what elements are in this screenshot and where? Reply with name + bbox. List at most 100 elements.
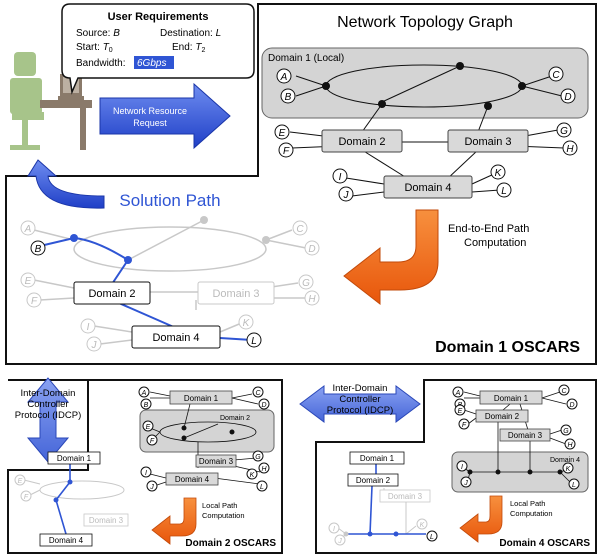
panel2-domain3-label: Domain 3 bbox=[199, 457, 234, 466]
node-i: I bbox=[333, 526, 335, 533]
junction-node bbox=[67, 479, 73, 485]
idcp-right-line3: Protocol (IDCP) bbox=[327, 405, 394, 416]
node-h: H bbox=[261, 466, 267, 473]
panel4-topology: Domain 4 Domain 1 bbox=[451, 384, 589, 493]
panel4-domain1-box bbox=[479, 390, 543, 405]
node-h: H bbox=[308, 294, 316, 305]
junction-node bbox=[495, 469, 501, 475]
source-label: Source: B bbox=[76, 28, 120, 39]
panel4-sol-domain1-label: Domain 1 bbox=[360, 454, 395, 463]
solution-domain-boxes: Domain 2 Domain 3 Domain 4 bbox=[73, 281, 275, 349]
node-k: K bbox=[566, 466, 571, 473]
junction-node bbox=[181, 425, 187, 431]
node-i: I bbox=[87, 322, 90, 333]
panel2-sol-domain1-label: Domain 1 bbox=[57, 454, 92, 463]
panel2-topology: Domain 2 Domain 1 Domain 3 bbox=[138, 386, 275, 492]
panel2-domain2-region bbox=[139, 409, 275, 453]
network-request-arrow: Network Resource Request bbox=[99, 82, 231, 150]
domain4-oscars-frame bbox=[315, 379, 597, 554]
panel2-sol-domain3-box bbox=[83, 513, 129, 527]
node-a: A bbox=[280, 72, 288, 83]
junction-node bbox=[181, 435, 187, 441]
node-a: A bbox=[24, 224, 32, 235]
node-i: I bbox=[461, 464, 463, 471]
user-desk-icon bbox=[10, 52, 92, 150]
computation-line2: Computation bbox=[464, 237, 526, 249]
request-arrow-line2: Request bbox=[133, 118, 167, 128]
panel4-sol-domain2-label: Domain 2 bbox=[356, 476, 391, 485]
solution-domain4-box bbox=[131, 325, 221, 349]
topology-domain-boxes: Domain 2 Domain 3 Domain 4 bbox=[321, 129, 529, 199]
computation-line1: End-to-End Path bbox=[448, 223, 529, 235]
junction-node bbox=[527, 469, 533, 475]
solution-return-arrow-shape bbox=[27, 159, 105, 209]
bandwidth-value: 6Gbps bbox=[137, 58, 166, 69]
panel2-domain3-box bbox=[195, 454, 237, 468]
node-f: F bbox=[24, 494, 29, 501]
solution-domain3-label: Domain 3 bbox=[212, 288, 259, 300]
node-c: C bbox=[552, 70, 560, 81]
domain1-oscars-frame bbox=[5, 3, 597, 365]
node-d: D bbox=[308, 244, 315, 255]
panel4-domain2-label: Domain 2 bbox=[485, 412, 520, 421]
panel2-domain4-box bbox=[165, 472, 219, 486]
panel2-sol-domain4-box bbox=[39, 533, 93, 547]
node-j: J bbox=[91, 340, 98, 351]
node-e: E bbox=[18, 478, 23, 485]
node-g: G bbox=[563, 428, 569, 435]
domain4-oscars-label: Domain 4 OSCARS bbox=[499, 538, 590, 549]
path-computation-arrow bbox=[343, 209, 439, 306]
junction-node bbox=[557, 469, 563, 475]
idcp-right-arrow: Inter-Domain Controller Protocol (IDCP) bbox=[299, 383, 421, 423]
node-k: K bbox=[250, 472, 255, 479]
user-requirements-bubble: User Requirements Source: B Destination:… bbox=[61, 3, 255, 95]
solution-domain4-label: Domain 4 bbox=[152, 332, 199, 344]
node-j: J bbox=[149, 484, 154, 491]
junction-node bbox=[322, 82, 330, 90]
domain1-local-label: Domain 1 (Local) bbox=[268, 53, 344, 64]
junction-node bbox=[518, 82, 526, 90]
panel2-sol-domain4-label: Domain 4 bbox=[49, 536, 84, 545]
panel2-local-line2: Computation bbox=[202, 511, 245, 520]
node-g: G bbox=[302, 278, 310, 289]
panel2-solution: Domain 1 Domain 3 Domain 4 E F bbox=[14, 451, 129, 547]
panel2-sol-domain1-box bbox=[47, 451, 101, 465]
panel2-local-arrow bbox=[151, 497, 197, 545]
topology-title: Network Topology Graph bbox=[337, 14, 513, 31]
bandwidth-highlight bbox=[134, 56, 174, 69]
node-l: L bbox=[430, 534, 434, 541]
topology-domain4-box bbox=[383, 175, 473, 199]
node-b: B bbox=[35, 244, 42, 255]
node-j: J bbox=[343, 190, 350, 201]
idcp-left-line1: Inter-Domain bbox=[21, 388, 76, 399]
panel4-sol-domain3-label: Domain 3 bbox=[388, 492, 423, 501]
start-label: Start: T0 bbox=[76, 42, 113, 54]
idcp-right-line1: Inter-Domain bbox=[333, 383, 388, 394]
node-k: K bbox=[495, 168, 503, 179]
panel2-domain1-box bbox=[169, 390, 233, 405]
solution-domain2-label: Domain 2 bbox=[88, 288, 135, 300]
panel4-solution: Domain 1 Domain 2 Domain 3 I J K L bbox=[328, 451, 438, 546]
node-k: K bbox=[420, 522, 425, 529]
node-l: L bbox=[501, 186, 507, 197]
node-c: C bbox=[255, 390, 261, 397]
solution-gray-junctions bbox=[200, 216, 270, 244]
node-b: B bbox=[144, 402, 149, 409]
node-d: D bbox=[569, 402, 574, 409]
panel2-sol-domain3-label: Domain 3 bbox=[89, 516, 124, 525]
node-l: L bbox=[251, 336, 257, 347]
junction-node bbox=[262, 236, 270, 244]
node-i: I bbox=[145, 470, 147, 477]
panel2-domain1-label: Domain 1 bbox=[184, 394, 219, 403]
panel4-sol-domain1-box bbox=[349, 451, 405, 465]
domain1-oscars-label: Domain 1 OSCARS bbox=[435, 339, 580, 356]
node-h: H bbox=[566, 144, 574, 155]
node-f: F bbox=[462, 422, 467, 429]
junction-node bbox=[456, 62, 464, 70]
node-e: E bbox=[146, 424, 151, 431]
node-d: D bbox=[564, 92, 571, 103]
node-k: K bbox=[243, 318, 251, 329]
node-c: C bbox=[561, 388, 567, 395]
request-arrow-line1: Network Resource bbox=[113, 106, 187, 116]
topology-domain4-label: Domain 4 bbox=[404, 182, 451, 194]
